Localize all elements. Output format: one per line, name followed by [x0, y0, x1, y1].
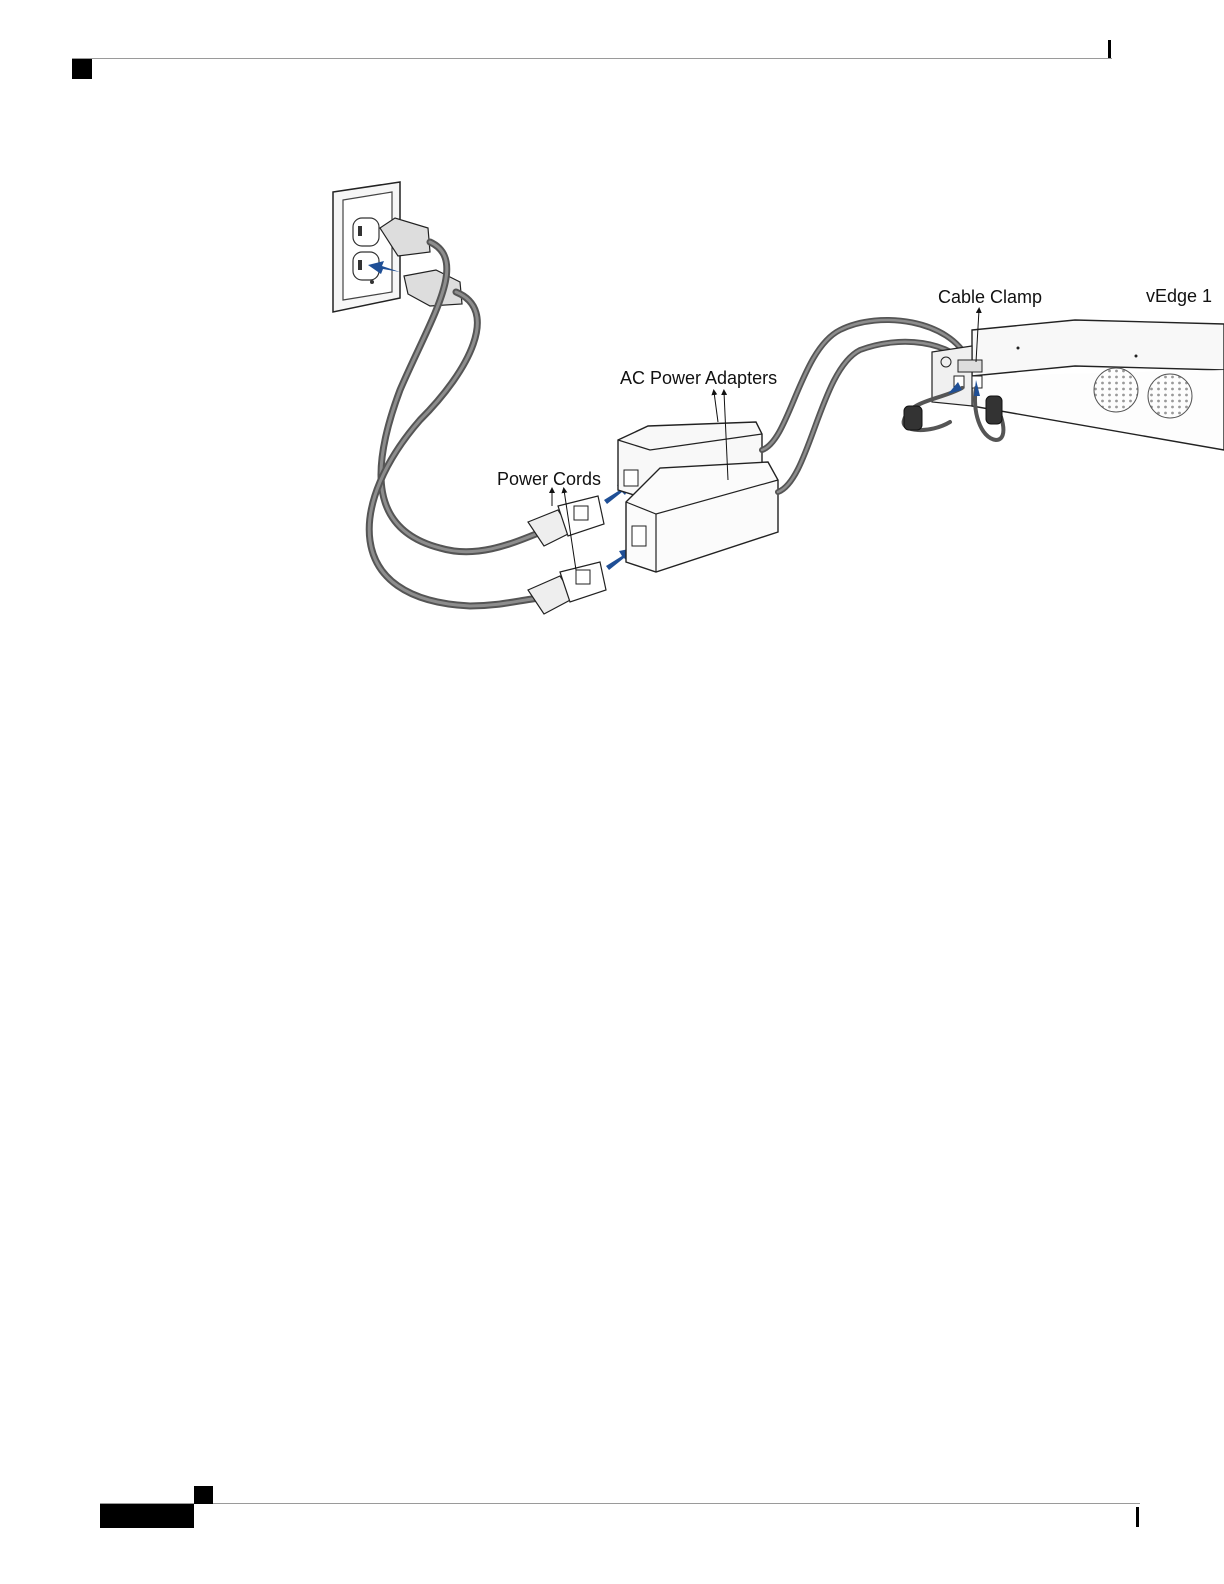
footer-rule	[100, 1503, 1140, 1504]
device-label: vEdge 1	[1146, 286, 1212, 306]
power-connection-figure: Cable Clamp vEdge 1 AC Power Adapters Po…	[0, 170, 1224, 630]
footer-marker-tick	[1136, 1507, 1139, 1527]
ac-adapters-label: AC Power Adapters	[620, 368, 777, 388]
header-marker-tick	[1108, 40, 1111, 58]
power-cords-label: Power Cords	[497, 469, 601, 489]
dc-cables	[762, 320, 972, 492]
footer-page-tab	[100, 1504, 194, 1528]
cable-clamp-label: Cable Clamp	[938, 287, 1042, 307]
iec-plugs	[528, 496, 606, 614]
header-marker-block	[72, 59, 92, 79]
ac-adapter-front	[626, 462, 778, 572]
header-rule	[72, 58, 1112, 59]
footer-marker-block	[194, 1486, 213, 1504]
wall-outlet	[333, 182, 400, 312]
